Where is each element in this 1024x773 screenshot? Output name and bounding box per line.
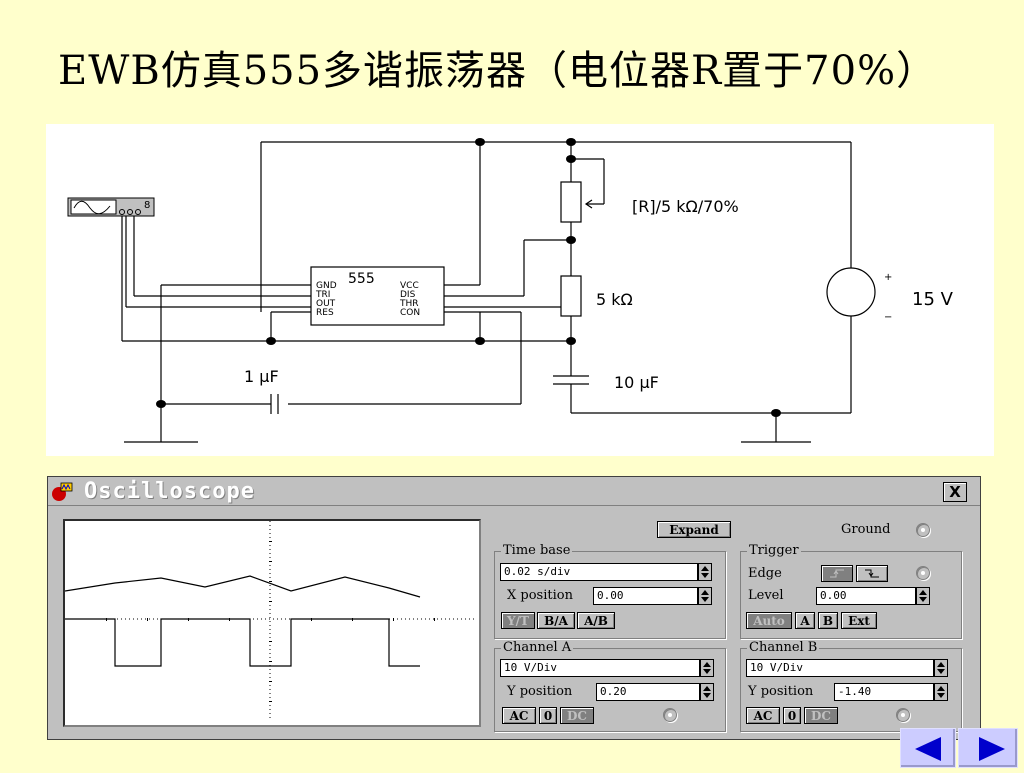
trigger-edge-radio[interactable] bbox=[916, 566, 930, 580]
timebase-group: Time base bbox=[494, 543, 726, 639]
voltage-source bbox=[826, 267, 876, 317]
rising-edge-button[interactable] bbox=[821, 565, 853, 582]
channel-a-dc-button[interactable]: DC bbox=[560, 707, 594, 724]
circuit-schematic: 555 GND TRI OUT RES VCC DIS THR CON [R]/… bbox=[46, 124, 994, 456]
channel-a-ac-button[interactable]: AC bbox=[502, 707, 536, 724]
channel-b-ypos-label: Y position bbox=[748, 684, 814, 699]
level-field[interactable]: 0.00 bbox=[816, 587, 916, 605]
channel-b-scale-field[interactable]: 10 V/Div bbox=[746, 659, 934, 677]
source-minus: − bbox=[884, 312, 892, 323]
channel-b-dc-button[interactable]: DC bbox=[804, 707, 838, 724]
pin-out: OUT bbox=[316, 299, 336, 309]
pin-res: RES bbox=[316, 308, 334, 318]
ic-555-body bbox=[310, 266, 445, 326]
channel-a-title: Channel A bbox=[501, 640, 574, 655]
slide-title: EWB仿真555多谐振荡器（电位器R置于70%） bbox=[58, 48, 938, 94]
channel-b-zero-button[interactable]: 0 bbox=[783, 707, 801, 724]
trigger-group: Trigger bbox=[740, 543, 962, 639]
mode-ba-button[interactable]: B/A bbox=[537, 612, 575, 629]
xposition-label: X position bbox=[507, 588, 573, 603]
cap-left-label: 1 μF bbox=[244, 367, 279, 386]
circuit-diagram: 555 GND TRI OUT RES VCC DIS THR CON [R]/… bbox=[67, 138, 954, 443]
channel-a-scale-spinner[interactable] bbox=[700, 659, 714, 677]
resistor-5k bbox=[560, 275, 582, 317]
pin-vcc: VCC bbox=[400, 281, 419, 291]
mode-yt-button[interactable]: Y/T bbox=[501, 612, 535, 629]
channel-a-scale-field[interactable]: 10 V/Div bbox=[500, 659, 700, 677]
channel-a-color-radio[interactable] bbox=[663, 708, 677, 722]
right-triangle-icon bbox=[979, 737, 1005, 761]
next-slide-button[interactable] bbox=[958, 728, 1018, 768]
potentiometer bbox=[560, 181, 582, 223]
channel-b-group: Channel B bbox=[740, 640, 962, 732]
resistor-label: 5 kΩ bbox=[596, 290, 633, 309]
channel-a-trace bbox=[64, 575, 421, 598]
source-plus: + bbox=[884, 272, 892, 283]
pin-thr: THR bbox=[399, 299, 419, 309]
oscilloscope-window: Oscilloscope X Expand Ground Time base 0… bbox=[47, 476, 981, 740]
oscilloscope-screen bbox=[63, 519, 481, 727]
oscilloscope-symbol-icon bbox=[67, 197, 155, 217]
ic-555-label: 555 bbox=[348, 271, 375, 287]
channel-b-ypos-spinner[interactable] bbox=[934, 683, 948, 701]
waveform-display bbox=[64, 521, 475, 721]
timebase-field[interactable]: 0.02 s/div bbox=[500, 563, 698, 581]
level-spinner[interactable] bbox=[916, 587, 930, 605]
junction-dots bbox=[156, 138, 781, 417]
channel-a-ypos-label: Y position bbox=[507, 684, 573, 699]
channel-b-title: Channel B bbox=[747, 640, 820, 655]
mode-ab-button[interactable]: A/B bbox=[577, 612, 615, 629]
channel-b-ypos-field[interactable]: -1.40 bbox=[834, 683, 934, 701]
screen-crosshair bbox=[65, 521, 475, 721]
edge-label: Edge bbox=[748, 566, 782, 581]
trigger-ext-button[interactable]: Ext bbox=[841, 612, 877, 629]
channel-a-ypos-spinner[interactable] bbox=[700, 683, 714, 701]
channel-a-ypos-field[interactable]: 0.20 bbox=[596, 683, 700, 701]
timebase-spinner[interactable] bbox=[698, 563, 712, 581]
timebase-title: Time base bbox=[501, 543, 573, 558]
xposition-field[interactable]: 0.00 bbox=[593, 587, 698, 605]
channel-b-trace bbox=[65, 618, 420, 667]
close-button[interactable]: X bbox=[943, 482, 967, 502]
level-label: Level bbox=[748, 588, 784, 603]
oscilloscope-titlebar[interactable]: Oscilloscope X bbox=[48, 477, 980, 506]
channel-b-ac-button[interactable]: AC bbox=[746, 707, 780, 724]
cap-timing-label: 10 μF bbox=[614, 373, 659, 392]
trigger-a-button[interactable]: A bbox=[795, 612, 815, 629]
pin-con: CON bbox=[400, 308, 420, 318]
prev-slide-button[interactable] bbox=[900, 728, 956, 768]
oscilloscope-app-icon bbox=[52, 482, 73, 501]
oscilloscope-title: Oscilloscope bbox=[84, 479, 255, 504]
channel-a-zero-button[interactable]: 0 bbox=[539, 707, 557, 724]
ground-radio[interactable] bbox=[916, 523, 930, 537]
pin-tri: TRI bbox=[315, 290, 330, 300]
scope-icon-number: 8 bbox=[144, 200, 150, 211]
channel-b-color-radio[interactable] bbox=[896, 708, 910, 722]
xposition-spinner[interactable] bbox=[698, 587, 712, 605]
trigger-b-button[interactable]: B bbox=[818, 612, 838, 629]
pin-gnd: GND bbox=[316, 281, 337, 291]
trigger-auto-button[interactable]: Auto bbox=[746, 612, 792, 629]
rising-edge-icon bbox=[830, 569, 844, 578]
channel-a-group: Channel A bbox=[494, 640, 726, 732]
trigger-title: Trigger bbox=[747, 543, 801, 558]
pin-dis: DIS bbox=[400, 290, 416, 300]
source-label: 15 V bbox=[912, 289, 954, 310]
left-triangle-icon bbox=[915, 737, 941, 761]
falling-edge-button[interactable] bbox=[856, 565, 888, 582]
channel-b-scale-spinner[interactable] bbox=[934, 659, 948, 677]
pot-label: [R]/5 kΩ/70% bbox=[632, 197, 739, 216]
falling-edge-icon bbox=[865, 569, 879, 578]
ground-label: Ground bbox=[841, 522, 891, 537]
expand-button[interactable]: Expand bbox=[657, 521, 731, 538]
